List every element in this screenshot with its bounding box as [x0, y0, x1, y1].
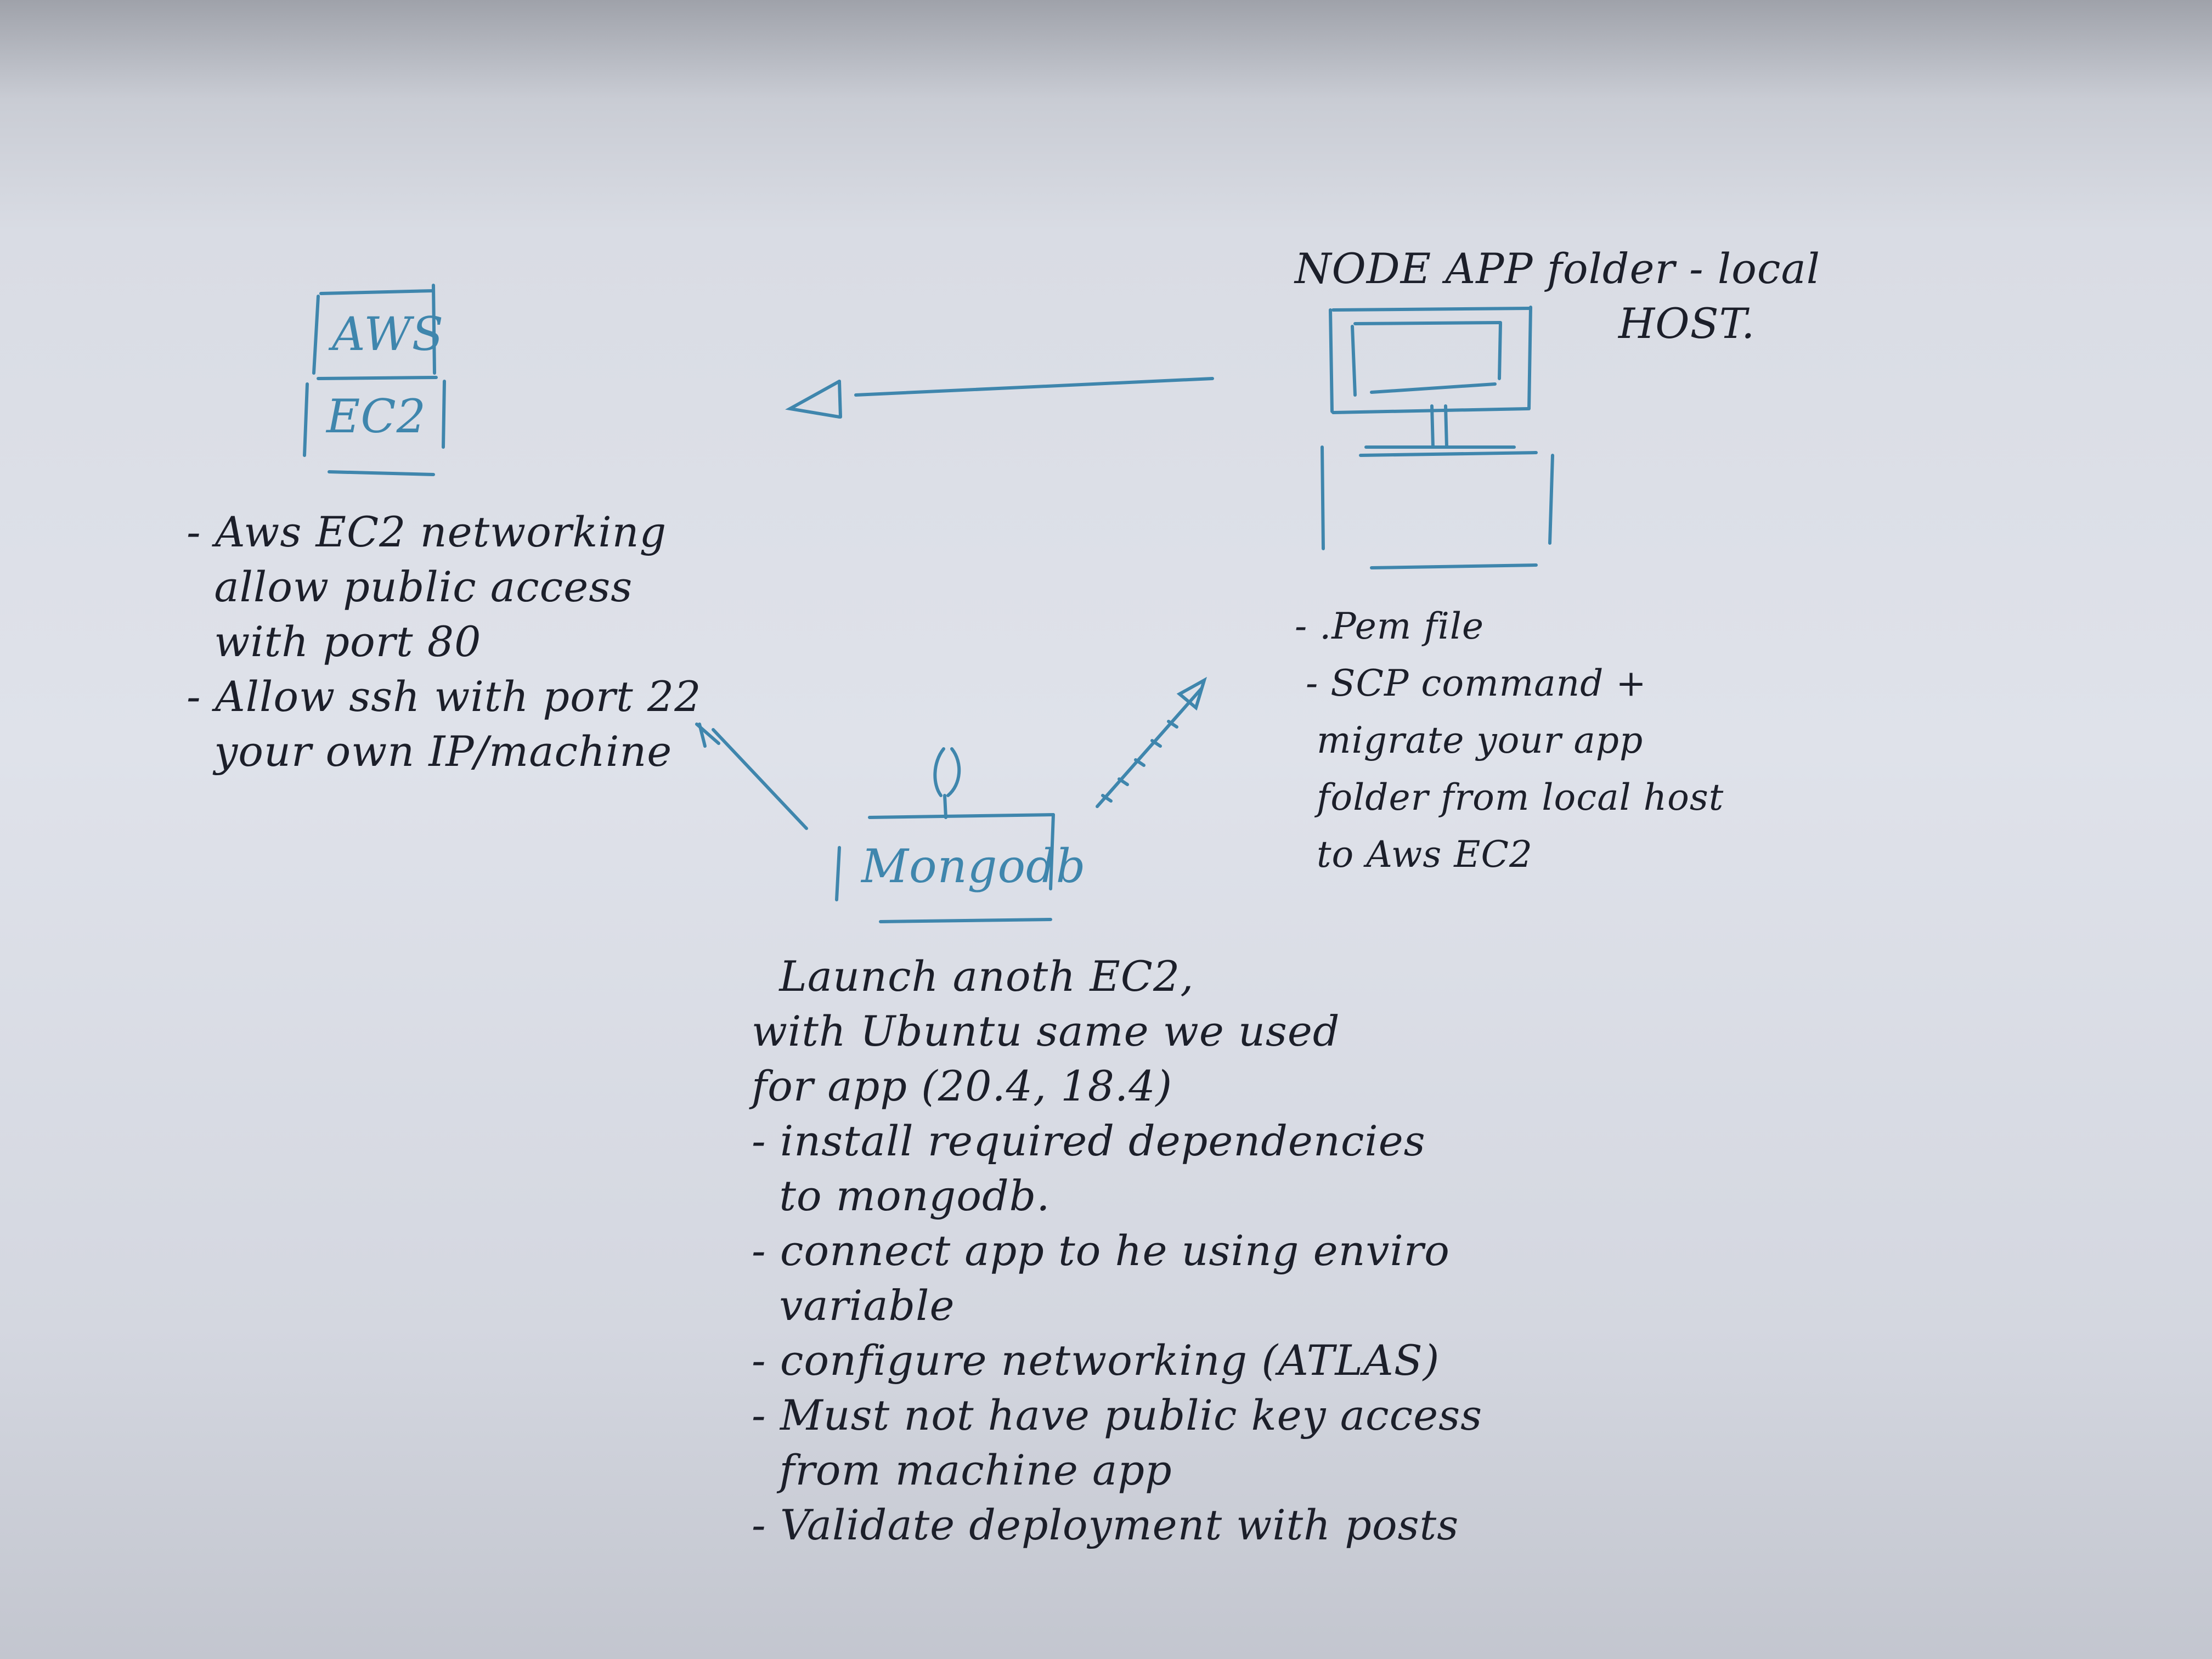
node-app-title: NODE APP folder - local [1295, 244, 1821, 293]
note-line: - Validate deployment with posts [752, 1500, 1459, 1549]
note-line: allow public access [187, 562, 633, 611]
mongodb-notes: Launch anoth EC2, with Ubuntu same we us… [752, 949, 1482, 1553]
note-line: variable [752, 1281, 955, 1330]
note-line: - Aws EC2 networking [187, 507, 667, 556]
note-line: to mongodb. [752, 1171, 1051, 1220]
note-line: your own IP/machine [187, 727, 673, 776]
note-line: with Ubuntu same we used [752, 1007, 1340, 1056]
arrow-mongodb-to-node [1096, 676, 1207, 808]
note-line: Launch anoth EC2, [752, 952, 1194, 1001]
note-line: with port 80 [187, 617, 482, 666]
aws-notes: - Aws EC2 networking allow public access… [187, 505, 702, 779]
note-line: to Aws EC2 [1317, 833, 1533, 876]
arrow-mongodb-to-aws [695, 723, 808, 830]
aws-label: AWS [332, 307, 444, 361]
note-line: migrate your app [1317, 719, 1644, 761]
note-line: from machine app [752, 1446, 1172, 1494]
note-line: - Allow ssh with port 22 [187, 672, 702, 721]
monitor-icon [1321, 306, 1554, 569]
note-line: - connect app to he using enviro [752, 1226, 1450, 1275]
node-app-notes: - .Pem file - SCP command + migrate your… [1295, 598, 1723, 883]
aws-box [303, 284, 446, 476]
note-line: - configure networking (ATLAS) [752, 1336, 1440, 1385]
note-line: folder from local host [1317, 776, 1724, 819]
note-line: - .Pem file [1295, 605, 1485, 647]
ec2-label: EC2 [326, 390, 427, 443]
mongodb-label: Mongodb [861, 839, 1086, 893]
note-line: for app (20.4, 18.4) [752, 1062, 1173, 1110]
node-app-title-host: HOST. [1618, 299, 1756, 348]
mongodb-box [835, 747, 1055, 923]
note-line: - Must not have public key access [752, 1391, 1483, 1440]
note-line: - SCP command + [1306, 662, 1647, 704]
note-line: - install required dependencies [752, 1116, 1426, 1165]
arrow-node-to-aws [785, 377, 1214, 419]
